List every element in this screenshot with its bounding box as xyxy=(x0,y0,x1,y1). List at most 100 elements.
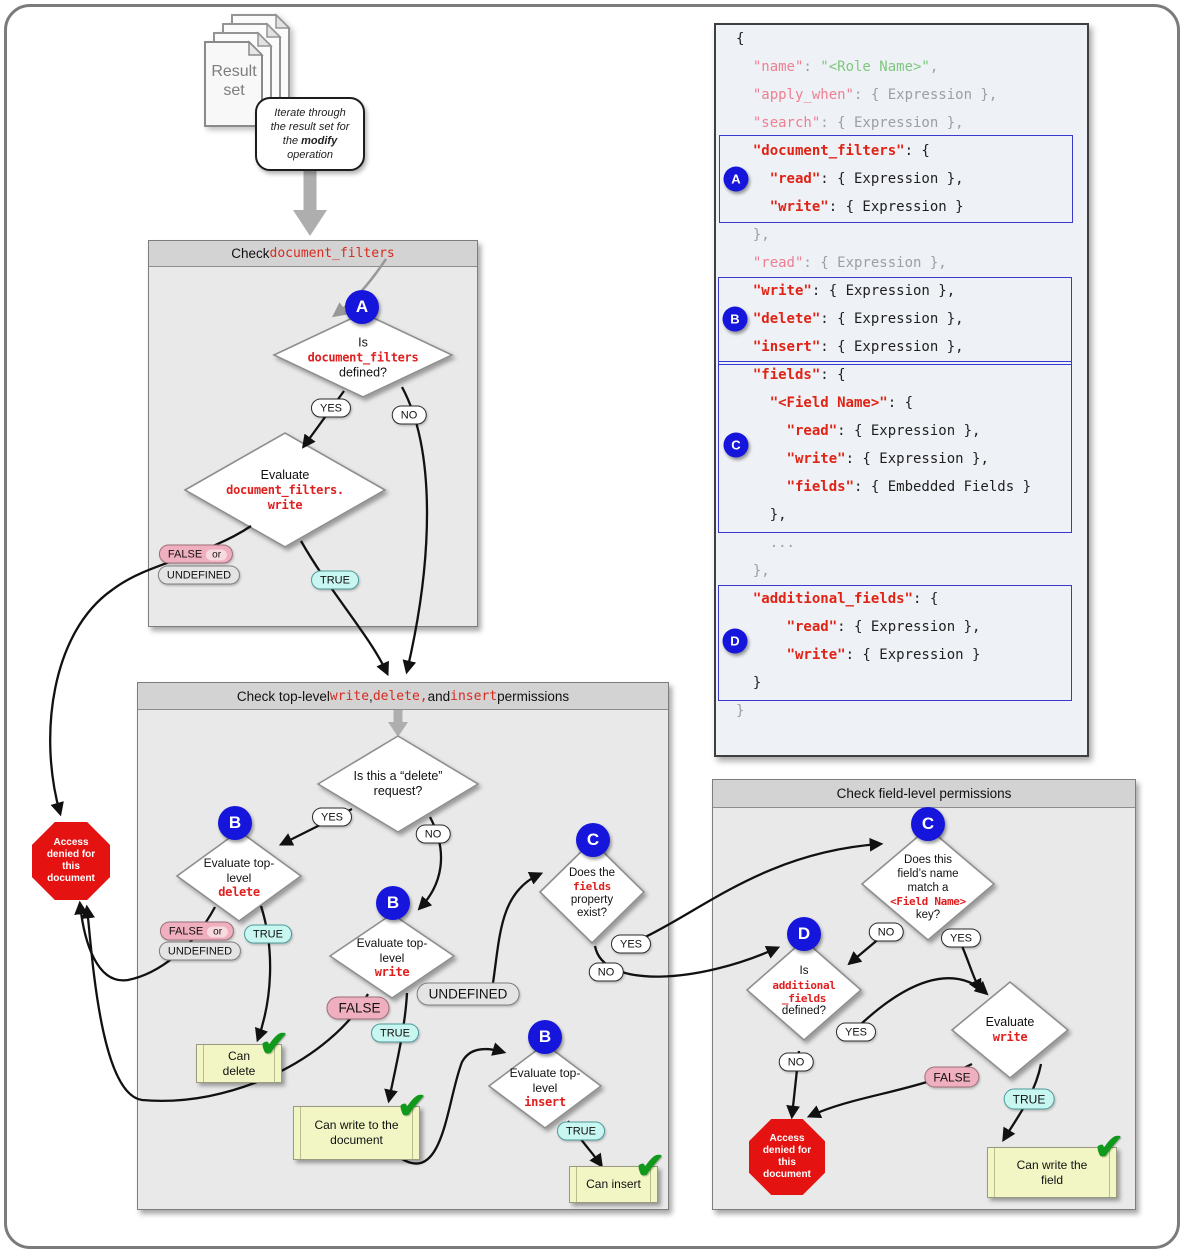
undefined-pill: UNDEFINED xyxy=(416,982,520,1006)
role-json-panel: { "name": "<Role Name>", "apply_when": { E… xyxy=(714,23,1089,757)
code-line: } xyxy=(736,703,745,719)
badge-a: A xyxy=(723,166,749,192)
code-line: "write": { Expression }, xyxy=(752,283,956,299)
false-pill: FALSE xyxy=(924,1066,980,1088)
diamond-evaluate-document-filters-write xyxy=(183,432,387,548)
text-evaluate-document-filters-write: Evaluate document_filters. write xyxy=(226,467,344,512)
result-set-stack xyxy=(204,13,291,127)
badge-a: A xyxy=(345,290,379,324)
yes-pill: YES xyxy=(835,1022,877,1042)
check-icon: ✔ xyxy=(634,1145,665,1186)
iterate-callout: Iterate through the result set for the m… xyxy=(255,97,365,171)
check-icon: ✔ xyxy=(1093,1126,1124,1167)
code-line: "write": { Expression } xyxy=(769,199,964,215)
text-is-additional-fields-defined: Is additional _fields defined? xyxy=(772,965,836,1018)
code-line: "document_filters": { xyxy=(752,143,930,159)
code-line: "fields": { xyxy=(752,367,846,383)
note-can-insert: ✔ Can insert xyxy=(569,1145,665,1203)
true-pill: TRUE xyxy=(557,1121,605,1141)
badge-b: B xyxy=(722,306,748,332)
text-is-document-filters-defined: Is document_filters defined? xyxy=(307,335,419,380)
code-line: "apply_when": { Expression }, xyxy=(752,87,998,103)
code-line: { xyxy=(736,31,745,47)
callout-line: Iterate through xyxy=(274,106,346,119)
code-line: "read": { Expression }, xyxy=(786,619,981,635)
no-pill: NO xyxy=(391,405,427,425)
true-pill: TRUE xyxy=(371,1023,419,1043)
thick-gray-arrow xyxy=(293,169,408,737)
check-field-level-permissions-title: Check field-level permissions xyxy=(713,780,1135,808)
yes-pill: YES xyxy=(311,807,353,827)
code-line: "read": { Expression }, xyxy=(786,423,981,439)
code-line: }, xyxy=(769,507,787,523)
text-does-fields-property-exist: Does the fields property exist? xyxy=(568,867,616,920)
check-icon: ✔ xyxy=(258,1023,289,1064)
badge-c: C xyxy=(911,807,945,841)
code-line: ... xyxy=(769,535,795,551)
no-pill: NO xyxy=(588,962,624,982)
true-pill: TRUE xyxy=(311,570,359,590)
code-line: "insert": { Expression }, xyxy=(752,339,964,355)
badge-b: B xyxy=(376,886,410,920)
diamond-is-delete-request xyxy=(316,735,480,833)
check-document-filters-title: Check document_filters xyxy=(149,241,477,267)
text-field-name-match: Does this field’s name match a <Field Na… xyxy=(890,853,966,921)
code-line: "fields": { Embedded Fields } xyxy=(786,479,1032,495)
check-top-level-permissions-title: Check top-level write, delete, and inser… xyxy=(138,683,668,710)
badge-c: C xyxy=(723,432,749,458)
no-pill: NO xyxy=(415,824,451,844)
diamond-evaluate-top-level-write xyxy=(328,913,456,999)
badge-d: D xyxy=(722,628,748,654)
code-line: "<Field Name>": { xyxy=(769,395,914,411)
outer-frame xyxy=(4,4,1180,1249)
diamond-evaluate-top-level-delete xyxy=(175,830,303,922)
callout-line: the result set for xyxy=(270,120,350,133)
diamond-does-fields-property-exist xyxy=(538,839,646,945)
code-line: }, xyxy=(752,563,770,579)
code-line: "search": { Expression }, xyxy=(752,115,964,131)
badge-b: B xyxy=(528,1020,562,1054)
json-region-d xyxy=(718,585,1072,701)
no-pill: NO xyxy=(868,922,904,942)
json-region-a xyxy=(719,135,1073,223)
diamond-evaluate-write-field xyxy=(950,980,1070,1080)
code-line: "write": { Expression } xyxy=(786,647,981,663)
badge-b: B xyxy=(218,806,252,840)
code-line: "additional_fields": { xyxy=(752,591,939,607)
code-line: "delete": { Expression }, xyxy=(752,311,964,327)
text-evaluate-top-level-insert: Evaluate top- level insert xyxy=(509,1066,581,1110)
or-chip: or xyxy=(207,926,229,937)
code-line: "read": { Expression }, xyxy=(769,171,964,187)
diamond-evaluate-top-level-insert xyxy=(487,1043,603,1129)
decision-diamonds xyxy=(175,312,1070,1129)
diamond-is-document-filters-defined xyxy=(272,312,454,398)
false-pill: FALSE xyxy=(326,996,390,1020)
true-pill: TRUE xyxy=(244,924,292,944)
or-chip: or xyxy=(206,549,228,560)
code-line: "write": { Expression }, xyxy=(786,451,989,467)
diamond-is-additional-fields-defined xyxy=(745,938,863,1042)
no-pill: NO xyxy=(778,1052,814,1072)
code-line: "read": { Expression }, xyxy=(752,255,947,271)
code-line: "name": "<Role Name>", xyxy=(752,59,939,75)
json-region-c xyxy=(718,361,1072,533)
yes-pill: YES xyxy=(610,934,652,954)
badge-c: C xyxy=(576,823,610,857)
text-evaluate-top-level-write: Evaluate top- level write xyxy=(356,936,428,980)
code-line: } xyxy=(752,675,762,691)
badge-d: D xyxy=(787,917,821,951)
code-line: }, xyxy=(752,227,770,243)
text-evaluate-write-field: Evaluate write xyxy=(985,1015,1035,1045)
callout-line: the modify xyxy=(282,135,338,147)
yes-pill: YES xyxy=(310,398,352,418)
diamond-field-name-match xyxy=(860,826,996,942)
true-pill: TRUE xyxy=(1003,1088,1055,1110)
